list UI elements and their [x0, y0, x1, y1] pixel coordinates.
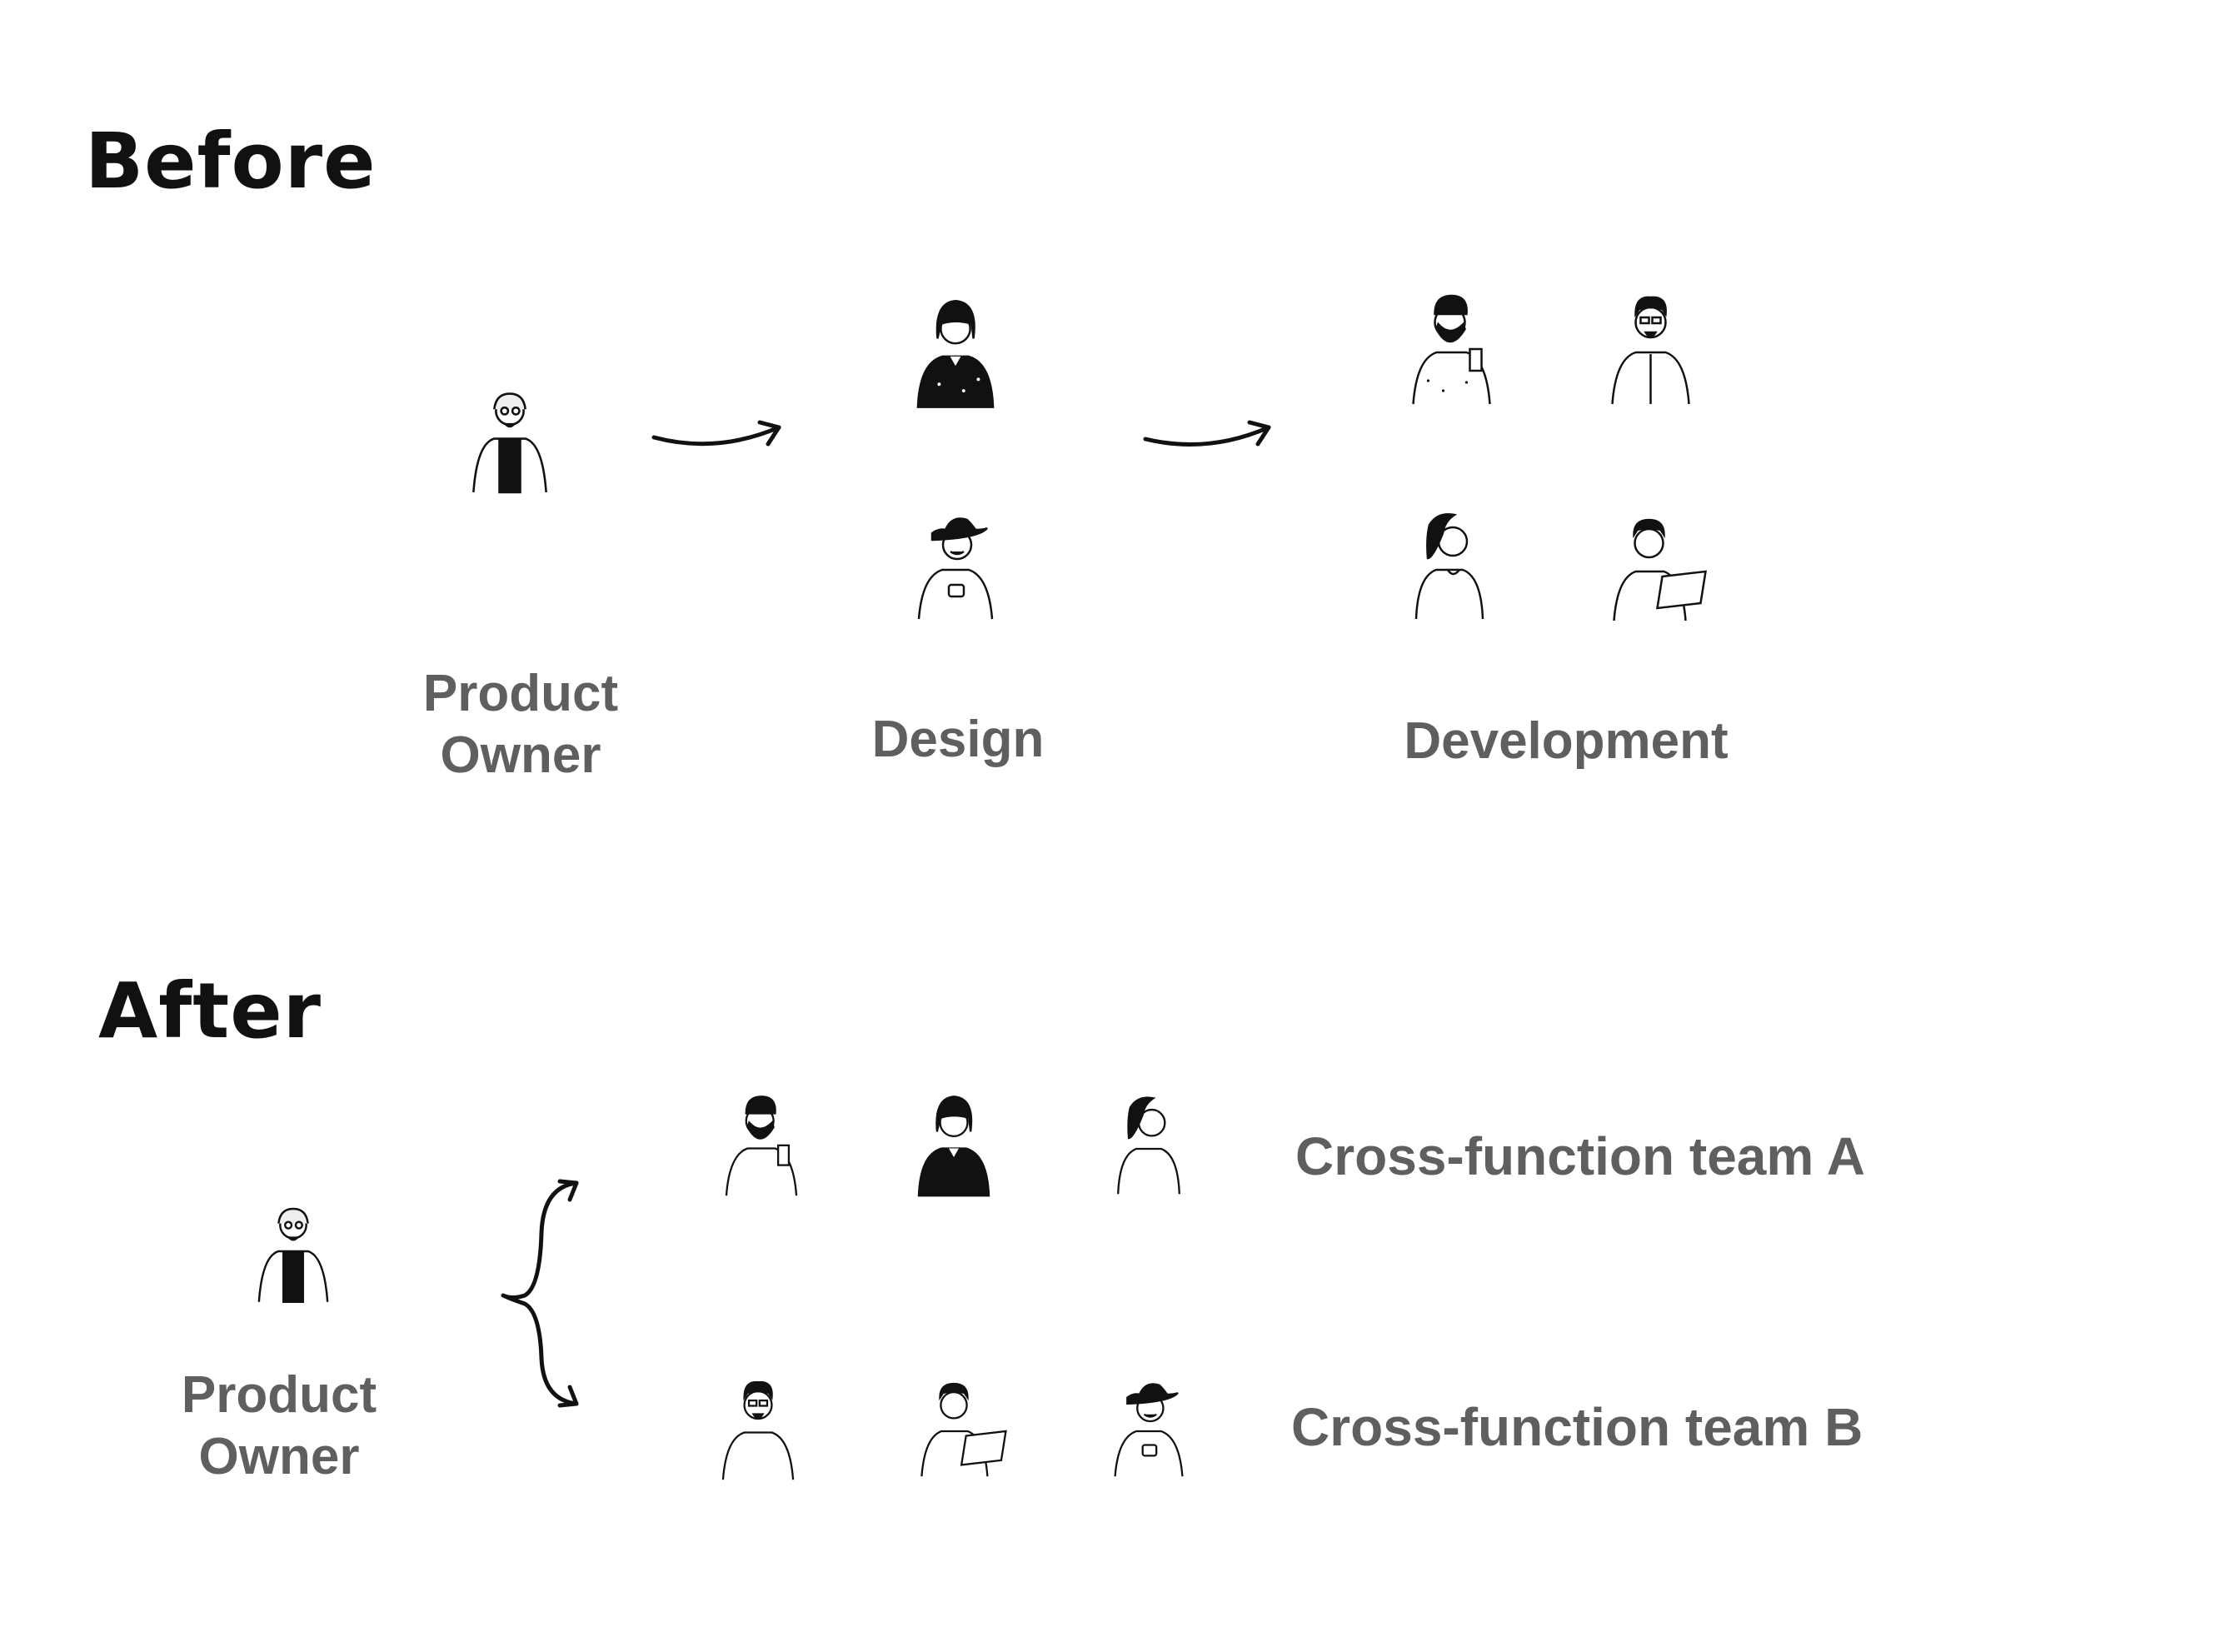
team-a-bearded-man-icon: [723, 1091, 800, 1197]
team-b-laptop-man-icon: [916, 1375, 1010, 1478]
arrow-po-to-design-head-icon: [757, 420, 781, 447]
team-a-designer-woman-icon: [915, 1091, 992, 1197]
design-label: Design: [871, 711, 1045, 768]
po-after-icon: [252, 1194, 334, 1307]
developer-ponytail-woman-icon: [1408, 508, 1491, 621]
before-product-owner-label: Product Owner: [383, 663, 658, 787]
after-product-owner-label: Product Owner: [142, 1365, 417, 1489]
team-a-ponytail-woman-icon: [1110, 1091, 1187, 1197]
designer-hat-man-icon: [914, 508, 997, 621]
designer-woman-icon: [915, 293, 996, 410]
team-b-hat-man-icon: [1110, 1375, 1187, 1478]
developer-laptop-man-icon: [1607, 510, 1711, 622]
team-b-label: Cross-function team B: [1291, 1397, 1863, 1457]
developer-bearded-man-icon: [1408, 289, 1495, 406]
brace-icon: [501, 1180, 579, 1406]
po-before-icon: [464, 382, 556, 494]
brace-bottom-arrowhead-icon: [557, 1385, 579, 1408]
developer-glasses-man-icon: [1607, 289, 1694, 406]
arrow-design-to-dev-head-icon: [1247, 420, 1271, 447]
team-a-label: Cross-function team A: [1295, 1126, 1865, 1186]
before-heading: Before: [85, 117, 377, 206]
before-product-owner-label-line2: Owner: [440, 726, 601, 785]
team-b-glasses-man-icon: [720, 1375, 796, 1481]
after-product-owner-label-line2: Owner: [198, 1428, 360, 1486]
after-heading: After: [98, 966, 322, 1056]
before-product-owner-label-line1: Product: [422, 665, 619, 722]
brace-top-arrowhead-icon: [557, 1179, 579, 1202]
arrow-po-to-design-icon: [651, 425, 781, 447]
development-label: Development: [1404, 712, 1729, 770]
arrow-design-to-dev-icon: [1143, 425, 1271, 447]
after-product-owner-label-line1: Product: [181, 1366, 377, 1424]
